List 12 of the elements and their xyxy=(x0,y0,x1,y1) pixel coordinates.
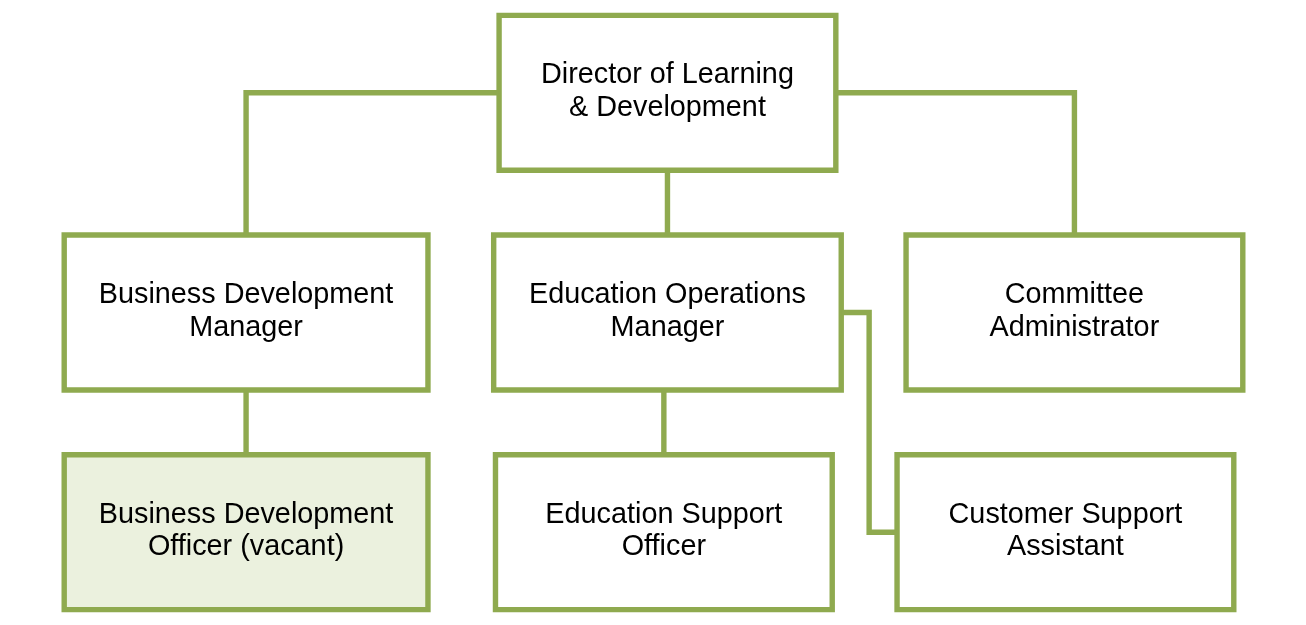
node-box: Customer Support Assistant xyxy=(893,452,1236,613)
connector xyxy=(242,389,249,455)
connector xyxy=(242,90,498,236)
connector xyxy=(835,90,1077,236)
connector xyxy=(660,389,667,455)
node-box: Director of Learning & Development xyxy=(495,12,839,173)
node-box: Business Development Manager xyxy=(61,232,431,393)
connector xyxy=(664,170,670,235)
node-box: Business Development Officer (vacant) xyxy=(61,452,431,613)
node-box: Education Operations Manager xyxy=(490,232,844,393)
node-box: Committee Administrator xyxy=(902,232,1245,393)
node-box: Education Support Officer xyxy=(492,452,835,613)
